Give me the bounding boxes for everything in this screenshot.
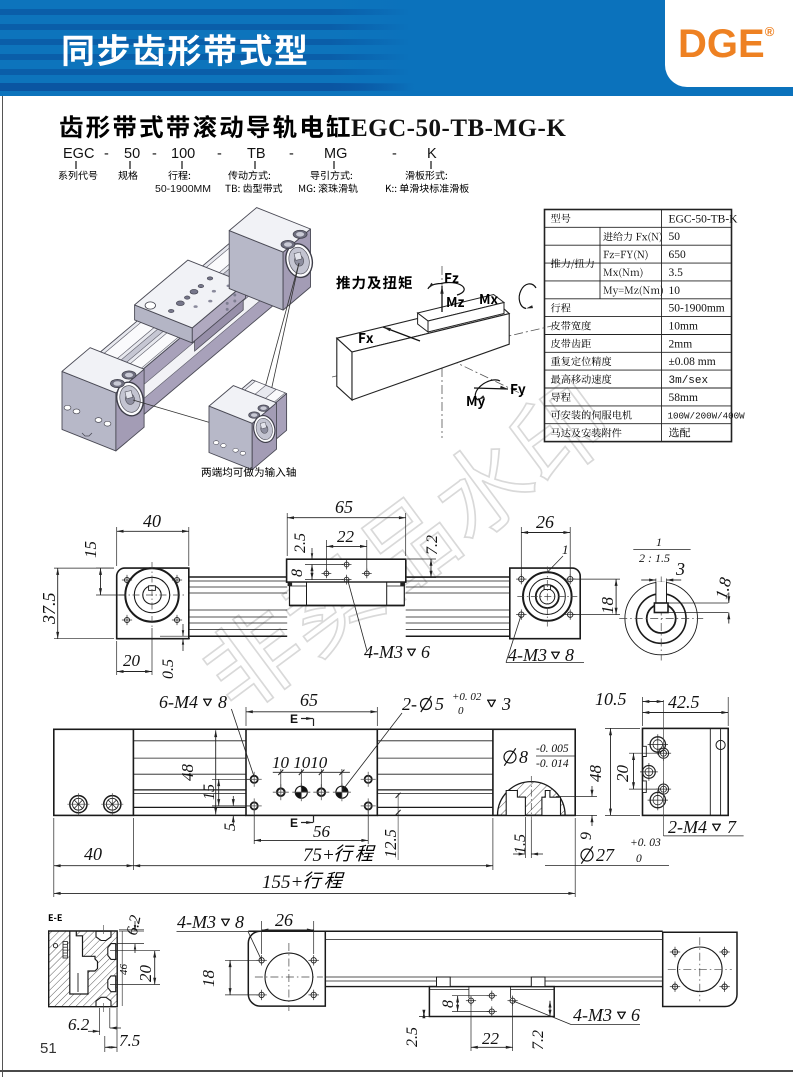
svg-text:4-M3: 4-M3: [573, 1005, 612, 1025]
svg-text:7.5: 7.5: [119, 1031, 140, 1050]
svg-text:50: 50: [669, 231, 681, 243]
svg-text:3.5: 3.5: [669, 267, 684, 279]
svg-text:8: 8: [289, 569, 306, 577]
svg-text:8: 8: [235, 912, 244, 932]
svg-text:18: 18: [199, 970, 218, 988]
svg-text:48: 48: [586, 765, 605, 783]
svg-text:10 1010: 10 1010: [272, 753, 328, 772]
svg-text:7.2: 7.2: [424, 535, 441, 555]
svg-text:15: 15: [81, 541, 100, 558]
svg-text:-0. 014: -0. 014: [536, 758, 569, 770]
svg-text:37.5: 37.5: [39, 593, 59, 626]
svg-text:0.5: 0.5: [160, 659, 177, 679]
svg-text:50-1900MM: 50-1900MM: [155, 183, 211, 195]
svg-text:10.5: 10.5: [595, 689, 627, 709]
svg-text:-: -: [217, 146, 222, 162]
svg-text:-0. 005: -0. 005: [536, 743, 569, 755]
svg-text:1: 1: [656, 535, 662, 549]
svg-text:8: 8: [565, 645, 574, 665]
svg-text:8: 8: [218, 692, 227, 712]
svg-text:650: 650: [669, 249, 687, 261]
svg-text:TB: TB: [247, 146, 266, 162]
svg-text:10: 10: [669, 285, 681, 297]
svg-text:27: 27: [596, 845, 615, 865]
svg-text:-: -: [289, 146, 294, 162]
svg-text:22: 22: [337, 527, 355, 546]
svg-text:40: 40: [143, 511, 161, 531]
svg-text:0: 0: [458, 705, 464, 717]
svg-text:-: -: [152, 146, 157, 162]
svg-text:58mm: 58mm: [669, 392, 698, 404]
svg-text:26: 26: [536, 512, 554, 532]
svg-text:4-M3: 4-M3: [508, 645, 547, 665]
svg-text:7: 7: [727, 817, 737, 837]
svg-text:2.5: 2.5: [292, 533, 309, 553]
svg-text:MG: MG: [324, 146, 347, 162]
svg-text:2 : 1.5: 2 : 1.5: [639, 551, 670, 565]
svg-text:2mm: 2mm: [669, 338, 693, 350]
svg-text:65: 65: [335, 497, 353, 517]
svg-text:2-: 2-: [402, 694, 417, 714]
svg-text:5: 5: [435, 694, 444, 714]
svg-text:6.2: 6.2: [124, 914, 145, 937]
svg-text:1.5: 1.5: [512, 834, 529, 854]
svg-text:15: 15: [201, 784, 218, 800]
svg-text:3: 3: [675, 559, 685, 579]
svg-text:48: 48: [178, 764, 197, 782]
svg-text:46: 46: [118, 964, 130, 976]
svg-text:6.2: 6.2: [68, 1015, 90, 1034]
svg-text:1.8: 1.8: [712, 575, 736, 601]
svg-text:1: 1: [562, 542, 569, 557]
svg-text:E: E: [290, 816, 298, 830]
svg-text:-: -: [392, 146, 397, 162]
svg-text:6-M4: 6-M4: [159, 692, 198, 712]
svg-text:+0. 03: +0. 03: [630, 837, 661, 849]
svg-text:E: E: [290, 712, 298, 726]
svg-text:10mm: 10mm: [669, 321, 698, 333]
svg-text:65: 65: [300, 690, 318, 710]
svg-text:3m/sex: 3m/sex: [669, 375, 709, 387]
svg-text:-: -: [104, 146, 109, 162]
svg-text:75+: 75+: [303, 845, 335, 866]
svg-text:EGC-50-TB-MG-K: EGC-50-TB-MG-K: [351, 115, 566, 142]
svg-text:2.5: 2.5: [404, 1027, 421, 1047]
svg-text:50: 50: [124, 146, 140, 162]
svg-text:5: 5: [222, 823, 239, 831]
svg-text:42.5: 42.5: [668, 692, 700, 712]
svg-text:155+: 155+: [262, 872, 303, 893]
svg-text:20: 20: [613, 765, 632, 783]
svg-text:100: 100: [171, 146, 195, 162]
svg-text:K: K: [427, 146, 437, 162]
svg-text:56: 56: [313, 822, 331, 841]
svg-text:12.5: 12.5: [381, 829, 400, 858]
svg-text:20: 20: [123, 651, 141, 670]
svg-text:3: 3: [501, 694, 511, 714]
svg-text:4-M3: 4-M3: [177, 912, 216, 932]
svg-text:2-M4: 2-M4: [668, 817, 707, 837]
svg-text:6: 6: [421, 642, 430, 662]
svg-text:26: 26: [275, 910, 293, 930]
svg-text:50-1900mm: 50-1900mm: [669, 303, 725, 315]
svg-text:EGC: EGC: [63, 146, 94, 162]
svg-text:8: 8: [519, 747, 528, 767]
svg-text:0: 0: [636, 853, 642, 865]
svg-text:9: 9: [578, 832, 595, 840]
svg-text:100W/200W/400W: 100W/200W/400W: [668, 411, 746, 422]
svg-text:18: 18: [598, 597, 617, 615]
svg-text:7.2: 7.2: [530, 1030, 547, 1050]
svg-text:8: 8: [440, 1000, 457, 1008]
svg-text:4-M3: 4-M3: [364, 642, 403, 662]
svg-text:20: 20: [136, 965, 155, 983]
svg-text:6: 6: [631, 1005, 640, 1025]
svg-text:40: 40: [84, 844, 102, 864]
svg-text:±0.08 mm: ±0.08 mm: [669, 356, 716, 368]
svg-text:22: 22: [482, 1029, 500, 1048]
svg-text:EGC-50-TB-K: EGC-50-TB-K: [669, 213, 739, 225]
svg-text:+0. 02: +0. 02: [452, 691, 482, 703]
